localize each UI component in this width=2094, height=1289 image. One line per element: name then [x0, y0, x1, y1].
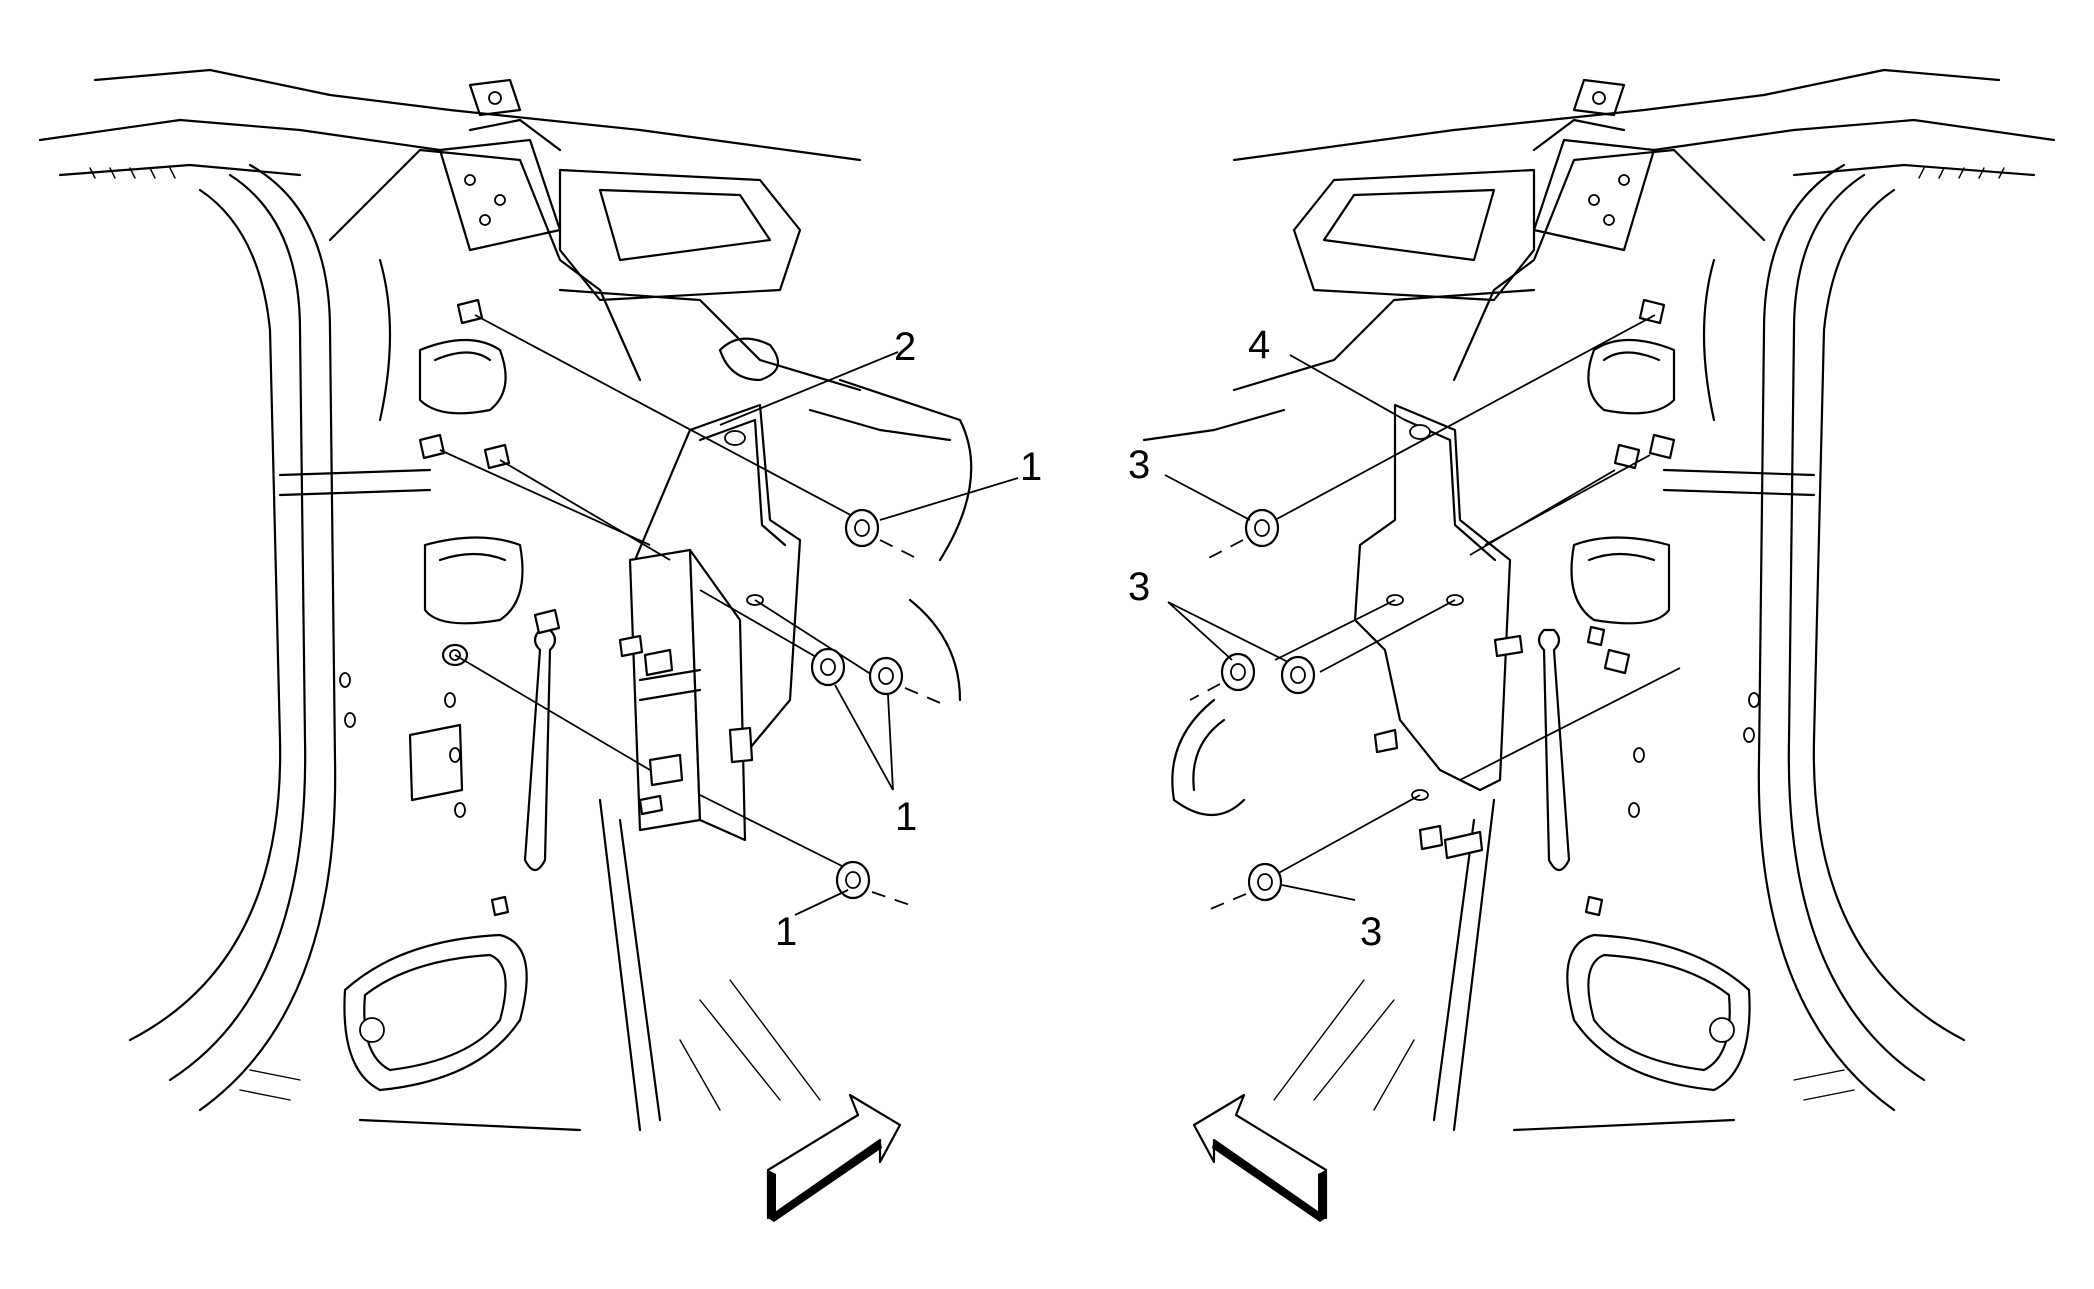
right-nut-2 [1189, 652, 1256, 701]
left-body-structure [38, 68, 973, 1132]
callout-3-bottom: 3 [1360, 910, 1382, 954]
left-stud-3 [483, 443, 511, 470]
forward-direction-arrow-icon [1192, 1093, 1328, 1222]
left-nut-2 [810, 647, 846, 687]
callout-1-mid: 1 [895, 795, 917, 839]
callout-2: 2 [894, 325, 916, 369]
left-nut-3 [868, 656, 946, 706]
callout-1-bottom: 1 [775, 910, 797, 954]
right-nut-1 [1204, 508, 1280, 561]
left-stud-4 [533, 608, 561, 635]
right-bracket [1353, 403, 1524, 860]
left-nut-4 [835, 860, 911, 906]
right-body-structure [1142, 68, 2056, 1132]
left-stud-1 [456, 298, 484, 325]
right-nut-3 [1280, 655, 1316, 695]
left-stud-2 [418, 433, 446, 460]
callout-3-top: 3 [1128, 443, 1150, 487]
forward-direction-arrow-icon [766, 1093, 902, 1222]
left-control-module [618, 548, 754, 842]
callout-3-mid: 3 [1128, 565, 1150, 609]
callout-4: 4 [1248, 323, 1270, 367]
callout-1-top: 1 [1020, 445, 1042, 489]
right-nut-4 [1207, 862, 1283, 911]
left-nut-1 [844, 508, 921, 561]
